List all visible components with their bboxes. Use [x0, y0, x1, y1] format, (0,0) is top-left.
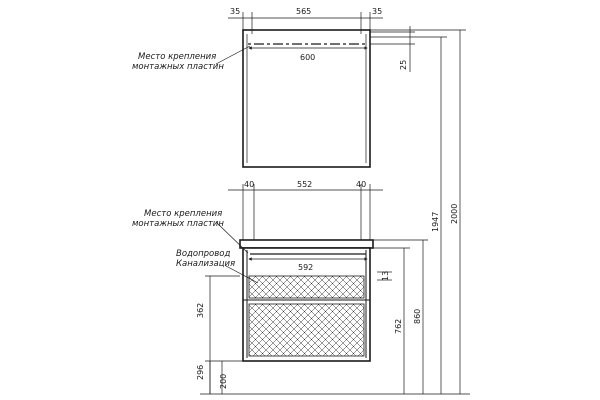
svg-text:Канализация: Канализация	[176, 259, 235, 269]
cabinet-callout-plates-line2: монтажных пластин	[132, 219, 224, 229]
mirror-view: 35 565 35 600 Место крепления монтажных …	[132, 7, 415, 168]
svg-text:Место крепления: Место крепления	[138, 52, 216, 62]
cabinet-dim-top: 592	[298, 263, 313, 272]
dim-362: 362	[196, 303, 205, 318]
svg-text:Место крепления: Место крепления	[144, 209, 222, 219]
dim-296: 296	[196, 365, 205, 380]
dim-2000: 2000	[450, 204, 459, 224]
vertical-dimensions: 362 296 200 762 860 1947 2000	[196, 29, 470, 395]
cabinet-callout-plates-line1: Место крепления	[144, 209, 222, 219]
drawer-lower	[248, 303, 365, 357]
svg-text:Водопровод: Водопровод	[176, 249, 230, 259]
mirror-dim-right: 35	[372, 7, 382, 16]
mirror-callout-line2: монтажных пластин	[132, 62, 224, 72]
cabinet-countertop	[239, 239, 374, 249]
cabinet-dim-width: 552	[297, 180, 312, 189]
cabinet-dim-right: 40	[356, 180, 366, 189]
mirror-dim-left: 35	[230, 7, 240, 16]
dim-200: 200	[219, 374, 228, 389]
cabinet-dim-gap: 13	[381, 271, 390, 281]
cabinet-dim-left: 40	[244, 180, 254, 189]
callout-water-supply: Водопровод	[176, 249, 230, 259]
svg-text:монтажных пластин: монтажных пластин	[132, 62, 224, 72]
cabinet-view: 40 552 40 592 Место крепления монтажных …	[132, 180, 392, 362]
dim-1947: 1947	[431, 212, 440, 232]
mirror-callout-line1: Место крепления	[138, 52, 216, 62]
mirror-dim-gap: 25	[399, 60, 408, 70]
dim-762: 762	[394, 319, 403, 334]
mirror-dim-width: 565	[296, 7, 311, 16]
callout-sewage: Канализация	[176, 259, 235, 269]
mirror-body	[242, 29, 371, 168]
mirror-dim-plate: 600	[300, 53, 315, 62]
svg-text:монтажных пластин: монтажных пластин	[132, 219, 224, 229]
drawer-upper	[248, 275, 365, 299]
dim-860: 860	[413, 309, 422, 324]
